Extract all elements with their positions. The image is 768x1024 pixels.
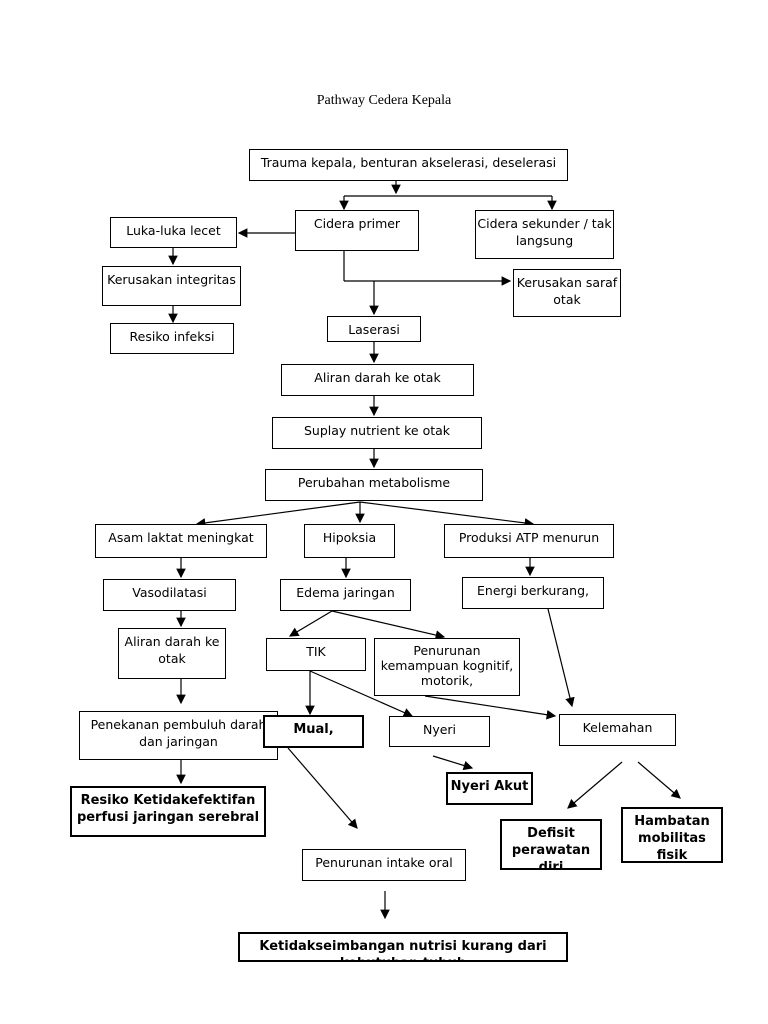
node-luka-lecet: Luka-luka lecet — [110, 217, 237, 248]
node-resiko-perfusi: Resiko Ketidakefektifan perfusi jaringan… — [70, 786, 266, 837]
node-produksi-atp: Produksi ATP menurun — [444, 524, 614, 558]
node-tik: TIK — [266, 638, 366, 671]
node-ketidakseimbangan: Ketidakseimbangan nutrisi kurang dari ke… — [238, 932, 568, 962]
node-hambatan: Hambatan mobilitas fisik — [621, 807, 723, 863]
node-cidera-sekunder: Cidera sekunder / tak langsung — [475, 210, 614, 259]
node-perubahan-metabolisme: Perubahan metabolisme — [265, 469, 483, 501]
node-kelemahan: Kelemahan — [559, 714, 676, 746]
node-aliran-darah-2: Aliran darah ke otak — [118, 628, 226, 679]
node-edema: Edema jaringan — [280, 579, 411, 611]
node-kerusakan-integritas: Kerusakan integritas — [102, 266, 241, 306]
diagram-title: Pathway Cedera Kepala — [316, 93, 452, 108]
node-nyeri-akut: Nyeri Akut — [446, 772, 533, 805]
node-penurunan-kemampuan: Penurunan kemampuan kognitif, motorik, — [374, 638, 520, 696]
node-defisit: Defisit perawatan diri — [500, 819, 602, 870]
node-hipoksia: Hipoksia — [304, 524, 395, 558]
node-laserasi: Laserasi — [327, 316, 421, 342]
node-trauma: Trauma kepala, benturan akselerasi, dese… — [249, 149, 568, 181]
node-resiko-infeksi: Resiko infeksi — [110, 323, 234, 354]
node-penurunan-intake: Penurunan intake oral — [302, 849, 466, 881]
node-aliran-darah: Aliran darah ke otak — [281, 364, 474, 396]
node-energi: Energi berkurang, — [462, 577, 604, 609]
node-kerusakan-saraf: Kerusakan saraf otak — [513, 269, 621, 317]
node-vasodilatasi: Vasodilatasi — [103, 579, 236, 611]
node-asam-laktat: Asam laktat meningkat — [95, 524, 267, 558]
node-mual: Mual, — [263, 715, 364, 748]
node-suplay-nutrient: Suplay nutrient ke otak — [272, 417, 482, 449]
node-penekanan: Penekanan pembuluh darah dan jaringan — [79, 711, 278, 760]
node-cidera-primer: Cidera primer — [295, 210, 419, 251]
node-nyeri: Nyeri — [389, 716, 490, 747]
